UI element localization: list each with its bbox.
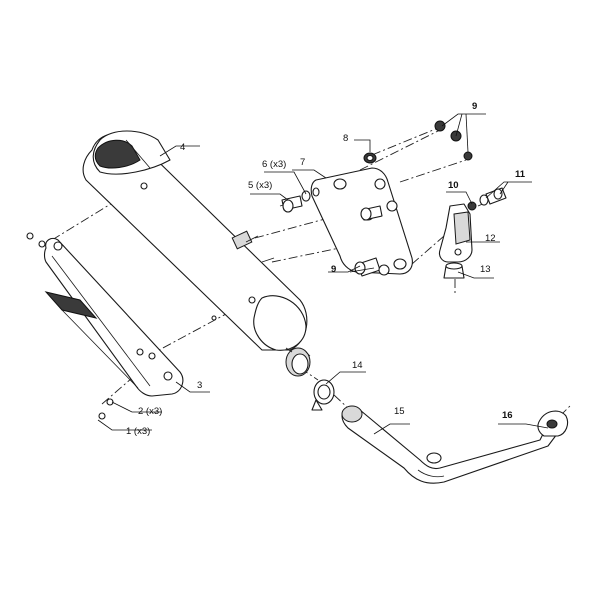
small-bracket: [438, 203, 473, 263]
mounting-bracket: [310, 167, 413, 275]
part-labels: 1 (x3) 2 (x3) 3 4 5 (x3) 6 (x3) 7 8 9 9 …: [126, 101, 526, 437]
label-part-13: 13: [480, 264, 491, 275]
label-part-16: 16: [502, 410, 513, 421]
leader-lines: [97, 113, 549, 435]
label-part-6: 6 (x3): [262, 159, 286, 170]
clamp-14: [311, 379, 335, 411]
label-part-9-lower: 9: [331, 264, 336, 275]
hardware-10-11: [467, 187, 507, 211]
nut-13: [443, 262, 465, 279]
label-part-8: 8: [343, 133, 348, 144]
label-part-14: 14: [352, 360, 363, 371]
hardware-1-2: [26, 232, 144, 420]
header-pipe: [341, 405, 561, 484]
heat-shield: [43, 237, 184, 397]
label-part-9-top: 9: [472, 101, 477, 112]
label-part-15: 15: [394, 406, 405, 417]
label-part-2: 2 (x3): [138, 406, 162, 417]
label-part-3: 3: [197, 380, 202, 391]
label-part-7: 7: [300, 157, 305, 168]
label-part-5: 5 (x3): [248, 180, 272, 191]
label-part-10: 10: [448, 180, 459, 191]
label-part-11: 11: [515, 169, 526, 180]
label-part-1: 1 (x3): [126, 426, 150, 437]
nut-8: [363, 152, 377, 164]
label-part-4: 4: [180, 142, 185, 153]
muffler-body: [82, 130, 311, 377]
flange-16: [537, 410, 569, 437]
label-part-12: 12: [485, 233, 496, 244]
